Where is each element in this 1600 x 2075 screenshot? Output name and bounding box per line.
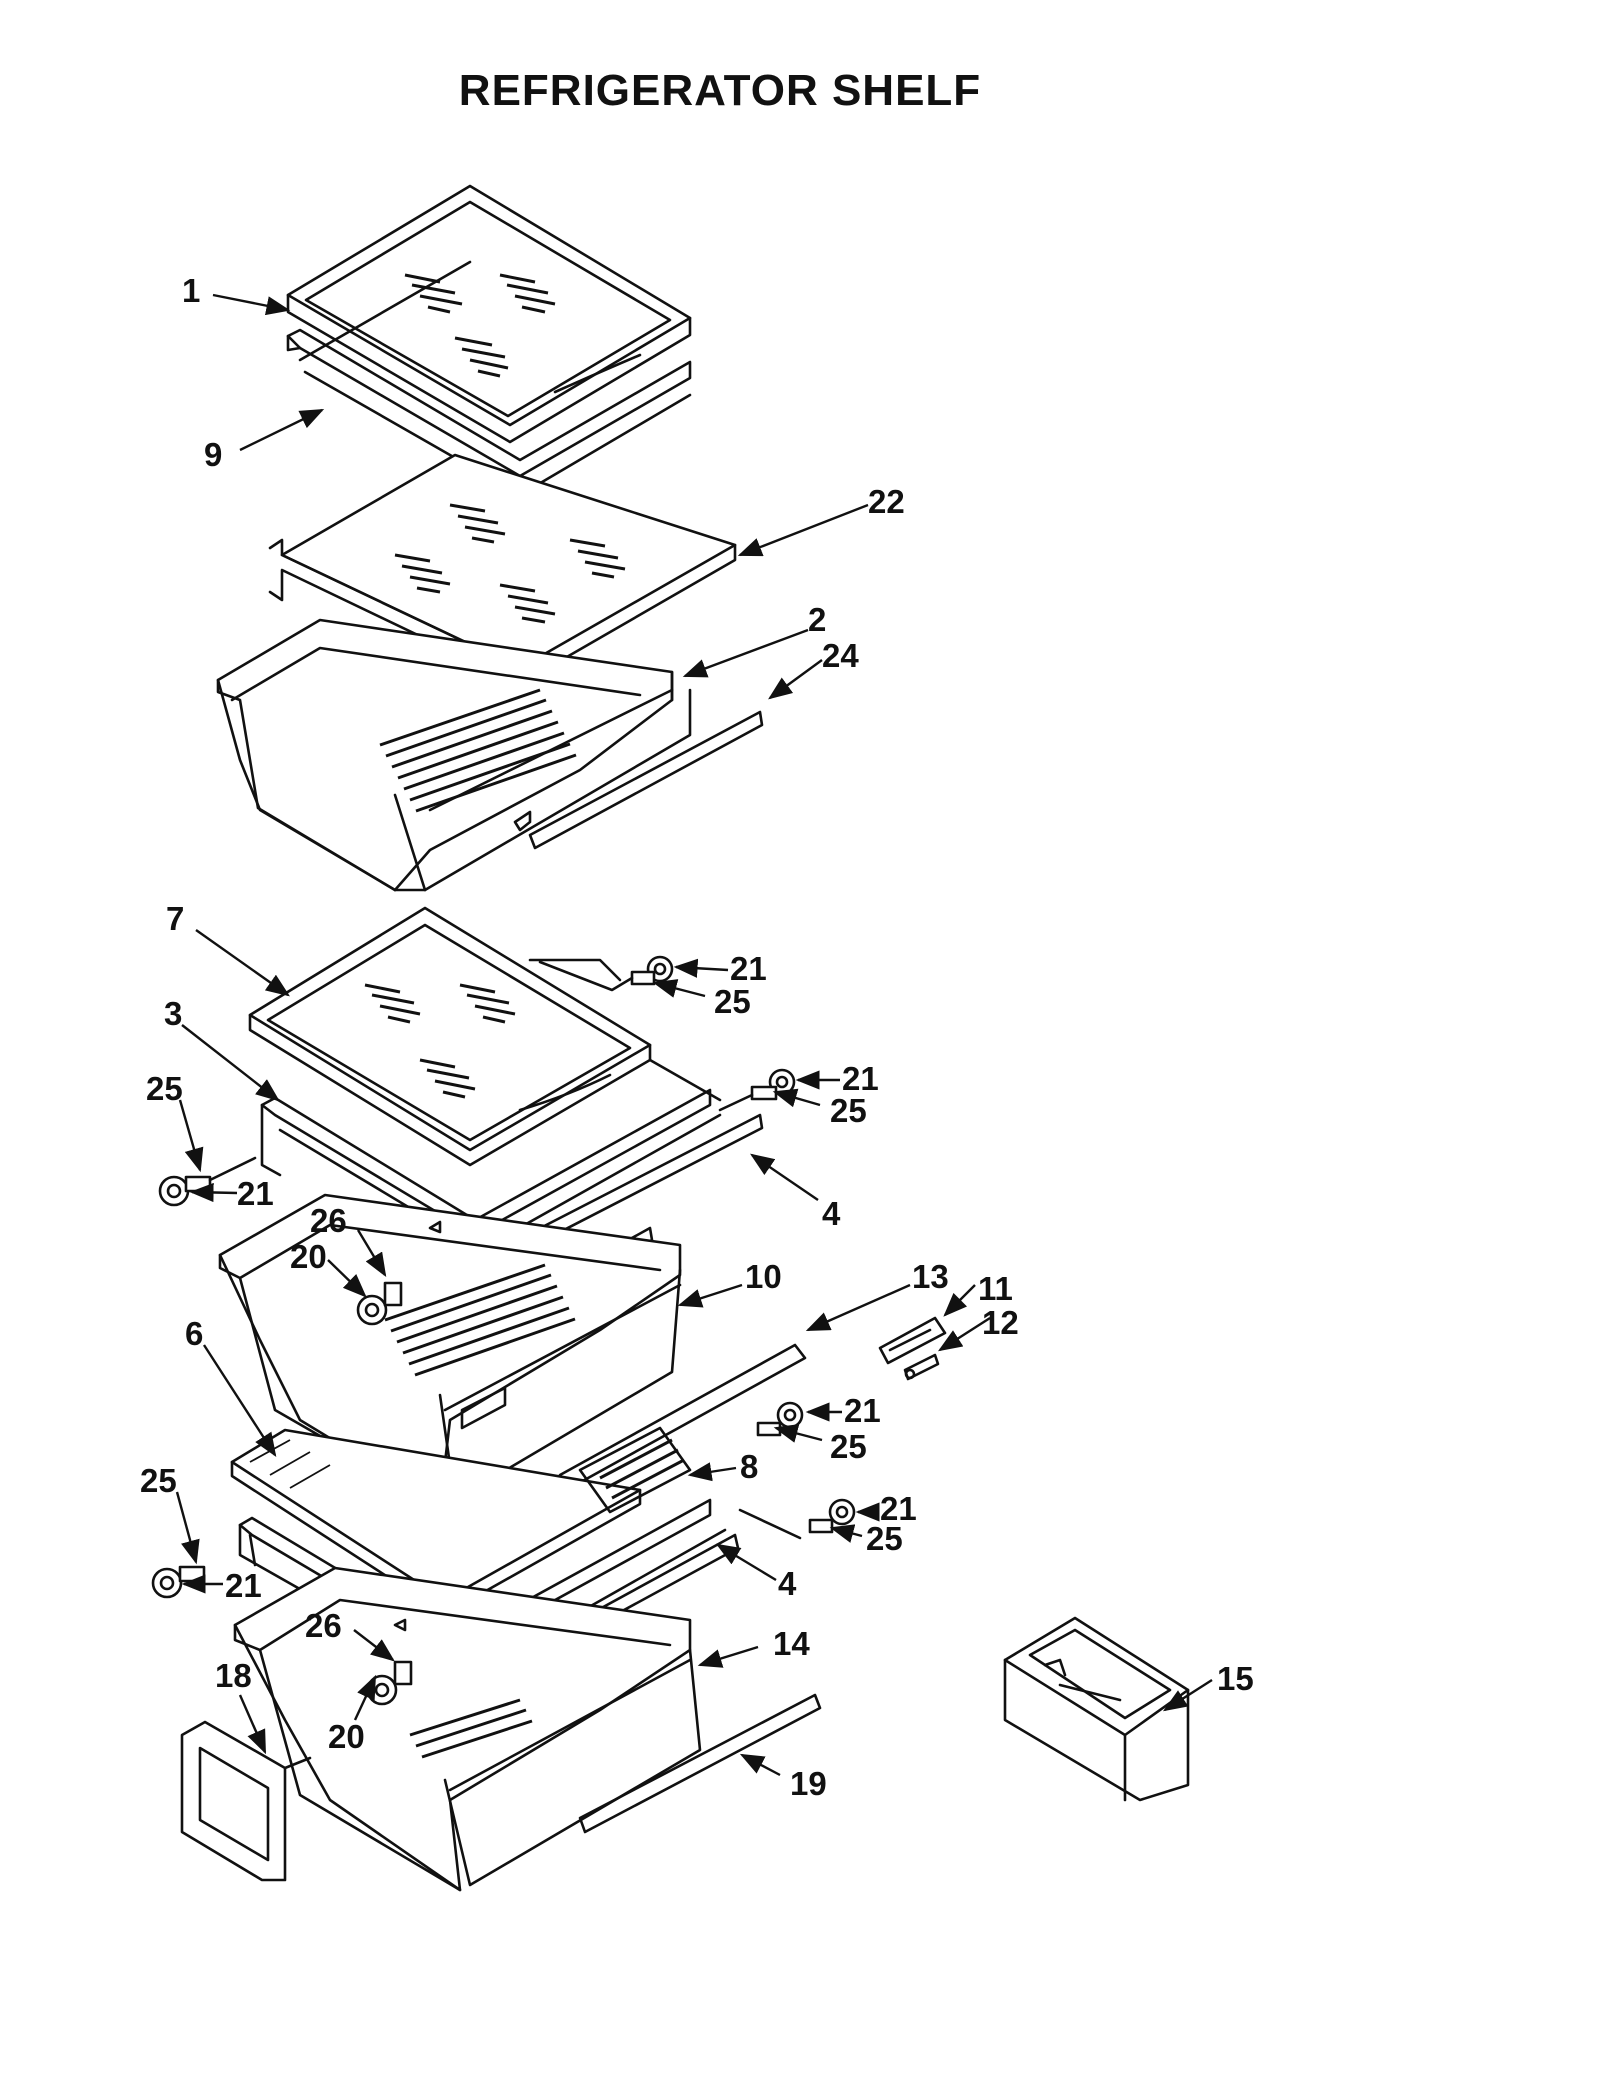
fastener-20-26-upper bbox=[356, 1281, 403, 1326]
part-7-glass-shelf bbox=[248, 906, 652, 1167]
callout-26-a: 26 bbox=[310, 1202, 347, 1239]
callout-3: 3 bbox=[164, 995, 182, 1032]
drawer-grille bbox=[409, 1698, 533, 1759]
callout-4-a: 4 bbox=[822, 1195, 841, 1232]
callout-15: 15 bbox=[1217, 1660, 1254, 1697]
callout-11: 11 bbox=[978, 1270, 1013, 1307]
callout-22: 22 bbox=[868, 483, 905, 520]
part-14-drawer bbox=[233, 1566, 702, 1892]
callout-20-b: 20 bbox=[328, 1718, 365, 1755]
callout-21-f: 21 bbox=[225, 1567, 262, 1604]
callout-25-f: 25 bbox=[866, 1520, 903, 1557]
leader-lines bbox=[175, 293, 1213, 1777]
callout-21-d: 21 bbox=[844, 1392, 881, 1429]
part-24-trim-strip bbox=[528, 710, 764, 850]
callout-19: 19 bbox=[790, 1765, 827, 1802]
callout-25-a: 25 bbox=[714, 983, 751, 1020]
callout-13: 13 bbox=[912, 1258, 949, 1295]
callout-24: 24 bbox=[822, 637, 859, 674]
callout-25-e: 25 bbox=[140, 1462, 177, 1499]
drawer-grille bbox=[379, 688, 577, 813]
callout-7: 7 bbox=[166, 900, 184, 937]
callout-25-d: 25 bbox=[830, 1428, 867, 1465]
callout-18: 18 bbox=[215, 1657, 252, 1694]
callout-10: 10 bbox=[745, 1258, 782, 1295]
callout-25-b: 25 bbox=[830, 1092, 867, 1129]
part-12-pin bbox=[903, 1353, 940, 1381]
part-2-crisper-drawer bbox=[216, 618, 692, 892]
glass-reflection-marks bbox=[394, 503, 626, 624]
callout-12: 12 bbox=[982, 1304, 1019, 1341]
callout-4-b: 4 bbox=[778, 1565, 797, 1602]
callout-21-e: 21 bbox=[880, 1490, 917, 1527]
callout-26-b: 26 bbox=[305, 1607, 342, 1644]
fastener-21-25-mid-right bbox=[718, 1068, 796, 1112]
part-18-label-plate bbox=[180, 1720, 312, 1882]
callout-21-c: 21 bbox=[237, 1175, 274, 1212]
callout-9: 9 bbox=[204, 436, 222, 473]
callout-6: 6 bbox=[185, 1315, 203, 1352]
callout-labels: 1 9 22 2 24 7 21 25 3 21 25 25 21 4 26 2… bbox=[140, 272, 1254, 1802]
page-title: REFRIGERATOR SHELF bbox=[458, 66, 982, 115]
callout-20-a: 20 bbox=[290, 1238, 327, 1275]
glass-reflection-marks bbox=[404, 273, 556, 378]
fastener-21-25-lower-right-b bbox=[738, 1498, 856, 1540]
part-19-trim-strip bbox=[578, 1693, 822, 1834]
callout-1: 1 bbox=[182, 272, 200, 309]
glass-reflection-marks bbox=[364, 983, 516, 1099]
part-22-glass-panel bbox=[268, 453, 737, 686]
drawer-grille bbox=[384, 1263, 576, 1377]
fastener-21-25-lower-left bbox=[151, 1565, 206, 1599]
part-10-drawer bbox=[218, 1193, 682, 1507]
fastener-21-25-upper-right bbox=[538, 955, 674, 992]
callout-21-b: 21 bbox=[842, 1060, 879, 1097]
callout-14: 14 bbox=[773, 1625, 810, 1662]
callout-25-c: 25 bbox=[146, 1070, 183, 1107]
callout-21-a: 21 bbox=[730, 950, 767, 987]
part-1-glass-shelf bbox=[286, 184, 692, 444]
part-15-door-bin bbox=[1003, 1616, 1190, 1802]
callout-8: 8 bbox=[740, 1448, 758, 1485]
callout-2: 2 bbox=[808, 601, 826, 638]
